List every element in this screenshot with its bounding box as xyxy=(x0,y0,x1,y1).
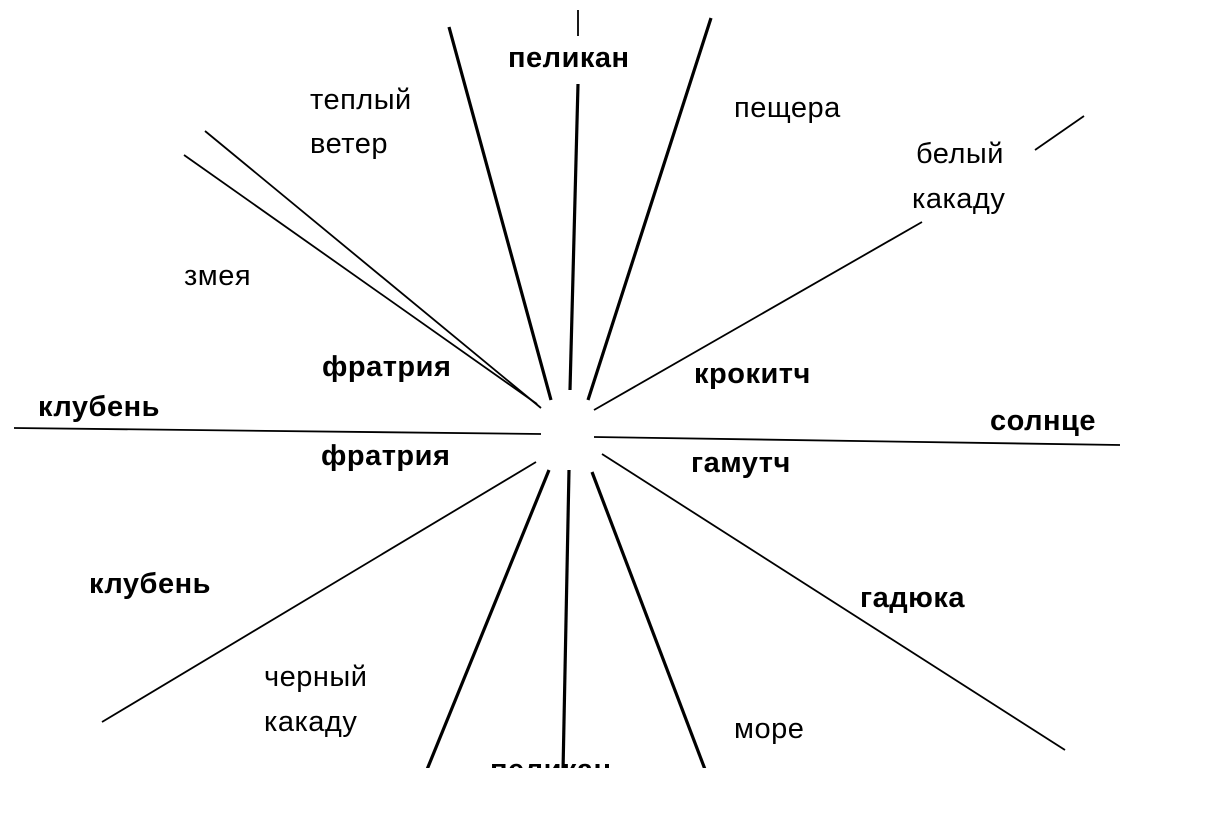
ray-cockatoo-long xyxy=(593,221,923,411)
ray-snake-lower xyxy=(183,154,538,405)
ray-upper-right-steep xyxy=(586,17,713,401)
label-white-cockatoo-line2: какаду xyxy=(912,183,1006,215)
label-warm-wind-line2: ветер xyxy=(310,128,388,160)
page-bottom-crop xyxy=(0,768,1219,823)
label-tuber-lower: клубень xyxy=(89,568,211,600)
ray-lower-right xyxy=(601,453,1066,751)
ray-cockatoo-short xyxy=(1034,115,1085,151)
ray-lower-left xyxy=(101,461,537,723)
label-phratry-top: фратрия xyxy=(322,351,452,383)
label-sun: солнце xyxy=(990,405,1097,437)
label-black-cockatoo-line1: черный xyxy=(264,661,368,693)
ray-top-pelikan xyxy=(568,83,580,391)
ray-lower-right-steep xyxy=(590,471,708,773)
ray-bottom-pelikan xyxy=(561,469,571,773)
ray-upper-left-steep xyxy=(447,26,553,401)
ray-right-horizontal xyxy=(593,436,1121,446)
label-krokitch: крокитч xyxy=(694,358,811,390)
label-sea: море xyxy=(734,713,805,745)
label-warm-wind-line1: теплый xyxy=(310,84,412,116)
label-black-cockatoo-line2: какаду xyxy=(264,706,358,738)
label-white-cockatoo-line1: белый xyxy=(916,138,1004,170)
ray-left-horizontal xyxy=(13,427,542,435)
ray-lower-left-steep xyxy=(424,469,551,773)
label-gamutch: гамутч xyxy=(691,447,791,479)
ray-snake-upper xyxy=(204,130,542,409)
label-viper: гадюка xyxy=(860,582,966,614)
label-snake: змея xyxy=(184,260,252,292)
label-cave: пещера xyxy=(734,92,841,124)
label-tuber-left: клубень xyxy=(38,391,160,423)
label-top-pelikan: пеликан xyxy=(508,42,630,74)
label-phratry-bottom: фратрия xyxy=(321,440,451,472)
